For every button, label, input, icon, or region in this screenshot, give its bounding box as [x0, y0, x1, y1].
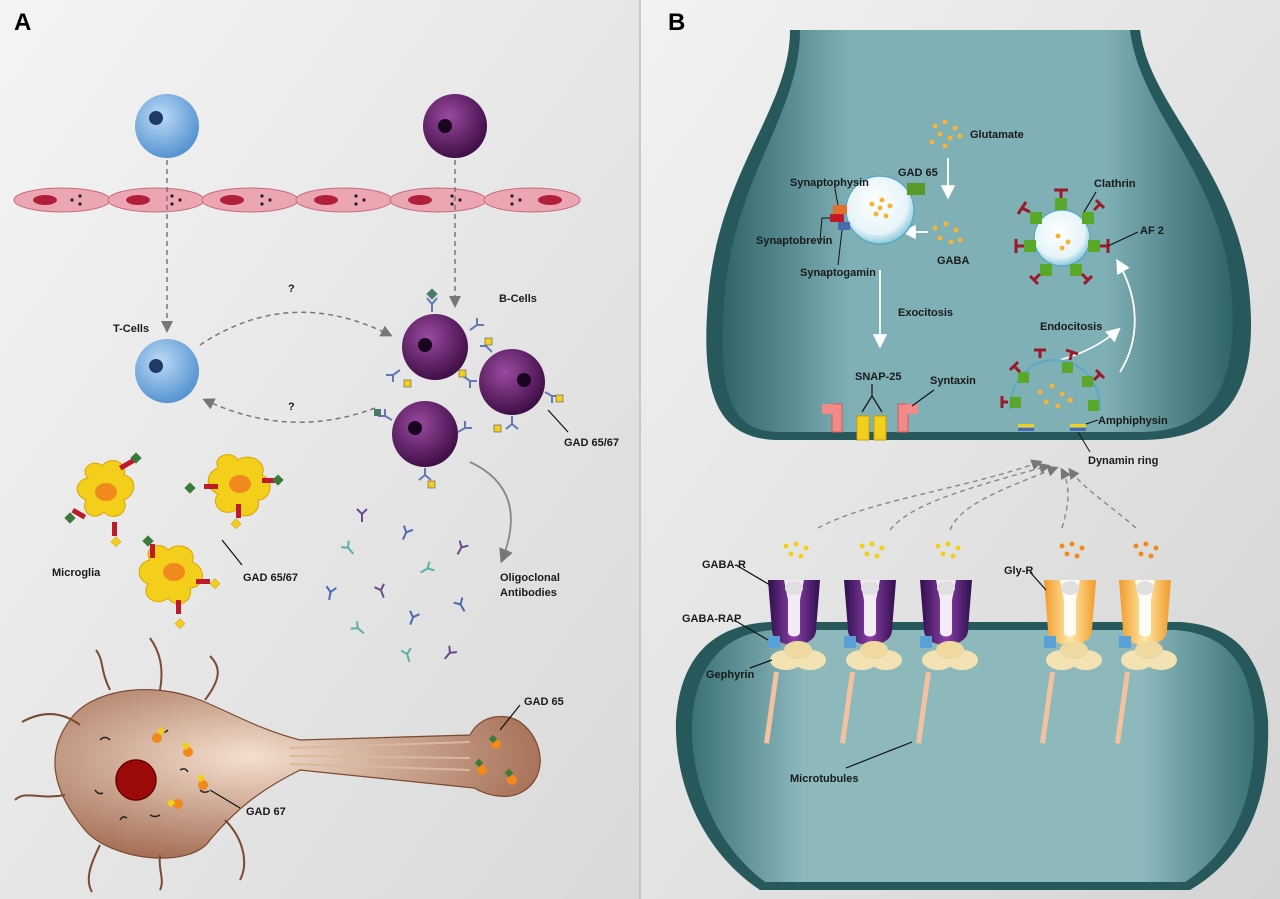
t-cell-tissue: [135, 339, 199, 403]
question-bottom: ?: [288, 401, 295, 413]
microglia-label: Microglia: [52, 567, 101, 579]
af2-label: AF 2: [1140, 225, 1164, 237]
exocitosis-label: Exocitosis: [898, 307, 953, 319]
question-top: ?: [288, 283, 295, 295]
gaba-rap-leader: [733, 619, 769, 641]
synaptogamin-protein: [838, 222, 850, 230]
synaptobrevin-label: Synaptobrevin: [756, 235, 833, 247]
endocitosis-label: Endocitosis: [1040, 321, 1102, 333]
gad65-b-label: GAD 65: [898, 167, 938, 179]
panel-b-letter: B: [668, 9, 685, 36]
t-cell-nucleus: [149, 111, 163, 125]
gaba-r-label: GABA-R: [702, 559, 746, 571]
amphiphysin-label: Amphiphysin: [1098, 415, 1168, 427]
clathrin-vesicle: [1033, 209, 1091, 267]
gad67-label: GAD 67: [246, 806, 286, 818]
synaptobrevin-leader: [819, 217, 830, 241]
synaptophysin-label: Synaptophysin: [790, 177, 869, 189]
gly-r-leader: [1029, 571, 1047, 591]
clathrin-coat: [1014, 188, 1110, 286]
panel-a-letter: A: [14, 9, 31, 36]
gad-micro-label: GAD 65/67: [243, 572, 298, 584]
t-cell-tissue-nucleus: [149, 359, 163, 373]
gaba-rap-label: GABA-RAP: [682, 613, 741, 625]
glycine-receptors: [1039, 580, 1177, 744]
gad-b-label: GAD 65/67: [564, 437, 619, 449]
microglia-cells: [64, 452, 284, 630]
glutamate-molecules: [929, 119, 963, 149]
oligoclonal-antibodies: [325, 508, 469, 663]
gad-micro-leader: [221, 539, 243, 566]
synaptogamin-label: Synaptogamin: [800, 267, 876, 279]
t-cells-label: T-Cells: [113, 323, 149, 335]
clathrin-leader: [1083, 191, 1097, 213]
b-cells-label: B-Cells: [499, 293, 537, 305]
microtubules-label: Microtubules: [790, 773, 858, 785]
panel-b: B Glutamate GABA GAD 65: [668, 9, 1269, 890]
synaptophysin-protein: [833, 205, 847, 214]
dynamin-label: Dynamin ring: [1088, 455, 1158, 467]
t-cell-circulating: [135, 94, 199, 158]
clathrin-label: Clathrin: [1094, 178, 1136, 190]
syntaxin-leader: [911, 389, 935, 407]
gad-b-leader: [547, 409, 569, 433]
oligoclonal-arrow: [469, 461, 513, 564]
gad65-label: GAD 65: [524, 696, 564, 708]
postsynaptic-terminal: [691, 630, 1255, 882]
oligoclonal-label-2: Antibodies: [500, 587, 557, 599]
b-to-t-arrow: [202, 398, 376, 423]
neurotransmitters-above-receptors: [783, 541, 1159, 559]
amphiphysin-leader: [1085, 419, 1099, 425]
panel-a: A: [13, 9, 619, 893]
synaptogamin-leader: [837, 229, 843, 266]
gaba-receptors: [763, 580, 978, 744]
endocitosis-arrow: [1116, 258, 1136, 373]
gad67-leader: [209, 789, 241, 809]
b-cell-nucleus: [438, 119, 452, 133]
snap25-label: SNAP-25: [855, 371, 901, 383]
b-cell-circulating: [423, 94, 487, 158]
synaptobrevin-protein: [830, 214, 844, 222]
reuptake-arrows: [817, 459, 1137, 531]
syntaxin-label: Syntaxin: [930, 375, 976, 387]
gephyrin-label: Gephyrin: [706, 669, 755, 681]
microtubules-leader: [845, 741, 913, 769]
gad65-leader: [499, 704, 521, 731]
glutamate-label: Glutamate: [970, 129, 1024, 141]
af2-leader: [1107, 231, 1139, 247]
gly-r-label: Gly-R: [1004, 565, 1033, 577]
synaptophysin-leader: [834, 188, 839, 206]
neuron: [14, 637, 541, 893]
endocitosis-arrow-2: [1059, 327, 1121, 361]
gaba-molecules: [932, 221, 963, 245]
gephyrin-leader: [749, 659, 773, 669]
dynamin-leader: [1077, 431, 1091, 453]
b-cells-cluster: [374, 288, 564, 489]
snare-complex: [822, 384, 918, 441]
t-to-b-arrow: [199, 311, 393, 346]
budding-vesicle: [1000, 348, 1106, 431]
oligoclonal-label-1: Oligoclonal: [500, 572, 560, 584]
gaba-label: GABA: [937, 255, 969, 267]
endothelium-layer: [13, 187, 581, 213]
gaba-r-leader: [735, 564, 771, 586]
gad65-protein: [907, 183, 925, 195]
